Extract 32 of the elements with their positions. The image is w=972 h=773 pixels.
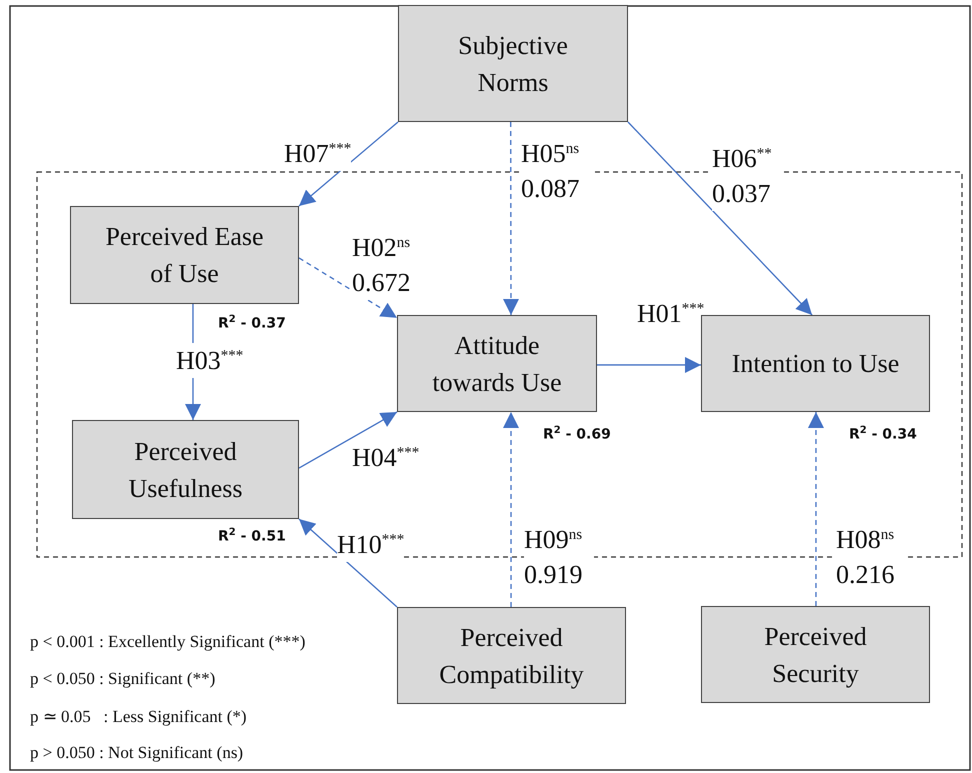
arrow — [808, 412, 824, 606]
arrow — [597, 356, 701, 373]
construct-box — [70, 206, 299, 304]
construct-name: Intention to Use — [730, 348, 900, 380]
edge-label: H03$^{***}$ — [176, 343, 244, 378]
construct-box — [397, 315, 597, 412]
significance-note: p < 0.050 : Significant (**) — [30, 669, 216, 689]
construct-name: Perceived Compatibility — [438, 622, 585, 691]
r-squared-value: R$^{2}$ - 0.69 — [543, 425, 611, 443]
arrow — [628, 122, 813, 316]
r-squared-value: R$^{2}$ - 0.51 — [218, 527, 286, 545]
significance-note: p ≃ 0.05 : Less Significant (*) — [30, 706, 247, 727]
construct-box — [72, 420, 299, 519]
arrow — [502, 122, 519, 315]
r-squared-value: R$^{2}$ - 0.34 — [849, 425, 917, 443]
construct-name: Attitude towards Use — [431, 330, 563, 398]
construct-box — [398, 5, 628, 122]
arrow — [298, 122, 398, 206]
significance-note: p < 0.001 : Excellently Significant (***) — [30, 632, 306, 652]
significance-note: p > 0.050 : Not Significant (ns) — [30, 743, 244, 763]
arrow — [298, 257, 398, 318]
construct-name: Perceived Ease of Use — [104, 221, 265, 290]
arrow — [298, 518, 398, 608]
arrow — [298, 411, 398, 469]
construct-name: Perceived Security — [763, 620, 868, 690]
construct-box — [701, 315, 930, 412]
construct-name: Perceived Usefulness — [127, 436, 244, 504]
construct-box — [397, 607, 626, 704]
r-squared-value: R$^{2}$ - 0.37 — [218, 314, 286, 332]
construct-box — [701, 606, 930, 703]
arrow — [503, 412, 519, 607]
construct-name: Subjective Norms — [457, 30, 569, 98]
